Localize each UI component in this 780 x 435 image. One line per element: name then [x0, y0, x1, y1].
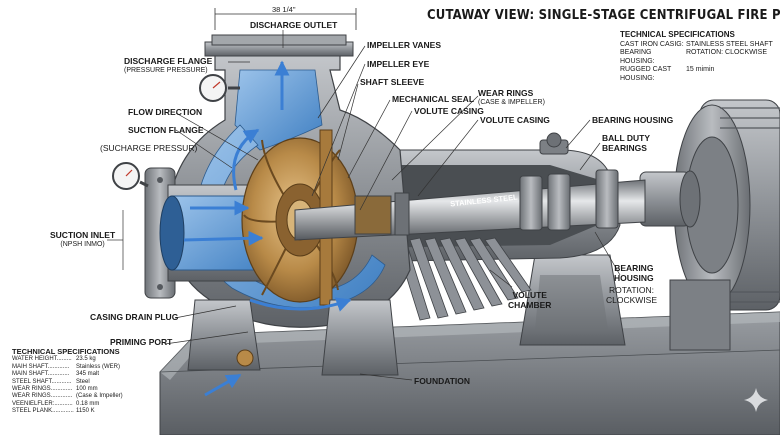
- spec-row: MAIH SHAFT............. Stainless (WER): [12, 364, 123, 371]
- spec-row: WEAR RINGS.............(Case & Impeller): [12, 393, 123, 400]
- spec-value: ROTATION: CLOCKWISE: [686, 49, 768, 57]
- specs-bottom-heading: TECHNICAL SPECIFICATIONS: [12, 347, 120, 356]
- spec-row: CAST IRON CASIG:STAINLESS STEEL SHAFT: [620, 41, 773, 50]
- spec-row: STEEL PLANK.............1150 K: [12, 408, 123, 415]
- label-bearing-housing-top: BEARING HOUSING: [592, 115, 674, 125]
- suction-pressure-gauge: [112, 162, 149, 190]
- spec-row: BEARING HOUSING: ROTATION: CLOCKWISE: [620, 49, 773, 66]
- spec-row: MAIN SHAFT............. 345 malt: [12, 371, 123, 378]
- label-volute-casing-2: VOLUTE CASING: [480, 115, 550, 125]
- specs-bottom: TECHNICAL SPECIFICATIONS WATER HEIGHT...…: [12, 348, 123, 416]
- label-discharge-outlet: DISCHARGE OUTLET: [250, 20, 338, 30]
- label-ball-duty-bearings: BALL DUTY BEARINGS: [602, 133, 651, 153]
- volute-chamber-fins: [394, 237, 532, 321]
- label-impeller-vanes: IMPELLER VANES: [367, 40, 441, 50]
- spec-key: WEAR RINGS.............: [12, 393, 73, 400]
- label-volute-casing-1: VOLUTE CASING: [414, 106, 484, 116]
- spec-row: STEEL SHAFT............ Steel: [12, 379, 123, 386]
- label-flow-direction: FLOW DIRECTION: [128, 107, 203, 117]
- spec-key: STEEL SHAFT............: [12, 378, 72, 385]
- page-title: CUTAWAY VIEW: SINGLE-STAGE CENTRIFUGAL F…: [427, 8, 780, 23]
- bearing-pedestal: [519, 254, 626, 346]
- dimension-line: [214, 8, 357, 30]
- flow-arrows: [183, 60, 352, 397]
- spec-row: WEAR RINGS.............100 mm: [12, 386, 123, 393]
- spec-row: WATER HEIGHT......... 23.5 kg: [12, 356, 123, 363]
- spec-key: STEEL PLANK.............: [12, 408, 74, 415]
- label-wear-rings-text: WEAR RINGS: [478, 88, 534, 98]
- label-mechanical-seal: MECHANICAL SEAL: [392, 94, 475, 104]
- label-discharge-flange: DISCHARGE FLANGE (PRESSURE PRESSURE): [124, 56, 212, 76]
- spec-value: Steel: [76, 378, 90, 385]
- label-wear-rings: WEAR RINGS (CASE & IMPELLER): [478, 88, 545, 108]
- specs-top-heading: TECHNICAL SPECIFICATIONS: [620, 30, 735, 39]
- sparkle-icon: [744, 388, 768, 412]
- label-npsh: (NPSH INMO): [60, 241, 105, 248]
- label-suction-inlet: SUCTION INLET (NPSH INMO): [50, 230, 115, 250]
- label-pressure-pressure: (PRESSURE PRESSURE): [124, 67, 208, 74]
- spec-value: 15 mimin: [686, 66, 715, 74]
- label-discharge-flange-text: DISCHARGE FLANGE: [124, 56, 213, 66]
- spec-row: VEENIELFLER:...........0.18 mm: [12, 401, 123, 408]
- label-bearing-housing-bottom: BEARING HOUSING: [614, 263, 654, 283]
- label-rotation: ROTATION: CLOCKWISE: [606, 285, 658, 305]
- motor: [669, 99, 780, 351]
- label-priming-port: PRIMING PORT: [110, 337, 173, 347]
- label-impeller-eye: IMPELLER EYE: [367, 59, 430, 69]
- spec-key: BEARING HOUSING:: [620, 49, 655, 65]
- spec-key: MAIH SHAFT.............: [12, 363, 70, 370]
- spec-value: 1150 K: [76, 408, 95, 415]
- leader-lines: [107, 30, 621, 381]
- shaft: [294, 169, 646, 241]
- spec-key: MAIN SHAFT.............: [12, 371, 70, 378]
- label-suction-inlet-text: SUCTION INLET: [50, 230, 116, 240]
- spec-value: 345 malt: [76, 371, 100, 378]
- spec-row: RUGGED CAST HOUSING: 15 mimin: [620, 66, 773, 83]
- pump-feet: [187, 299, 399, 376]
- spec-value: 23.5 kg: [76, 356, 96, 363]
- spec-key: VEENIELFLER:...........: [12, 400, 73, 407]
- spec-key: CAST IRON CASIG:: [620, 40, 684, 48]
- spec-value: Stainless (WER): [76, 363, 121, 370]
- label-suction-flange: SUCTION FLANGE: [128, 125, 204, 135]
- label-casing-drain-plug: CASING DRAIN PLUG: [90, 312, 179, 322]
- spec-value: 100 mm: [76, 386, 98, 393]
- label-sucharge-pressur: (SUCHARGE PRESSUR): [100, 143, 198, 153]
- label-volute-chamber: VOLUTE CHAMBER: [508, 290, 552, 310]
- label-case-impeller: (CASE & IMPELLER): [478, 99, 545, 106]
- spec-value: STAINLESS STEEL SHAFT: [686, 40, 773, 48]
- specs-top: TECHNICAL SPECIFICATIONS CAST IRON CASIG…: [620, 30, 773, 84]
- coupling: [639, 170, 701, 228]
- spec-value: 0.18 mm: [76, 400, 100, 407]
- label-foundation: FOUNDATION: [414, 376, 471, 386]
- spec-key: RUGGED CAST HOUSING:: [620, 66, 672, 82]
- spec-key: WEAR RINGS.............: [12, 386, 73, 393]
- dimension-label: 38 1/4": [272, 5, 296, 14]
- label-shaft-sleeve: SHAFT SLEEVE: [360, 77, 425, 87]
- discharge-pressure-gauge: [199, 74, 240, 102]
- spec-key: WATER HEIGHT.........: [12, 356, 72, 363]
- spec-value: (Case & Impeller): [76, 393, 123, 400]
